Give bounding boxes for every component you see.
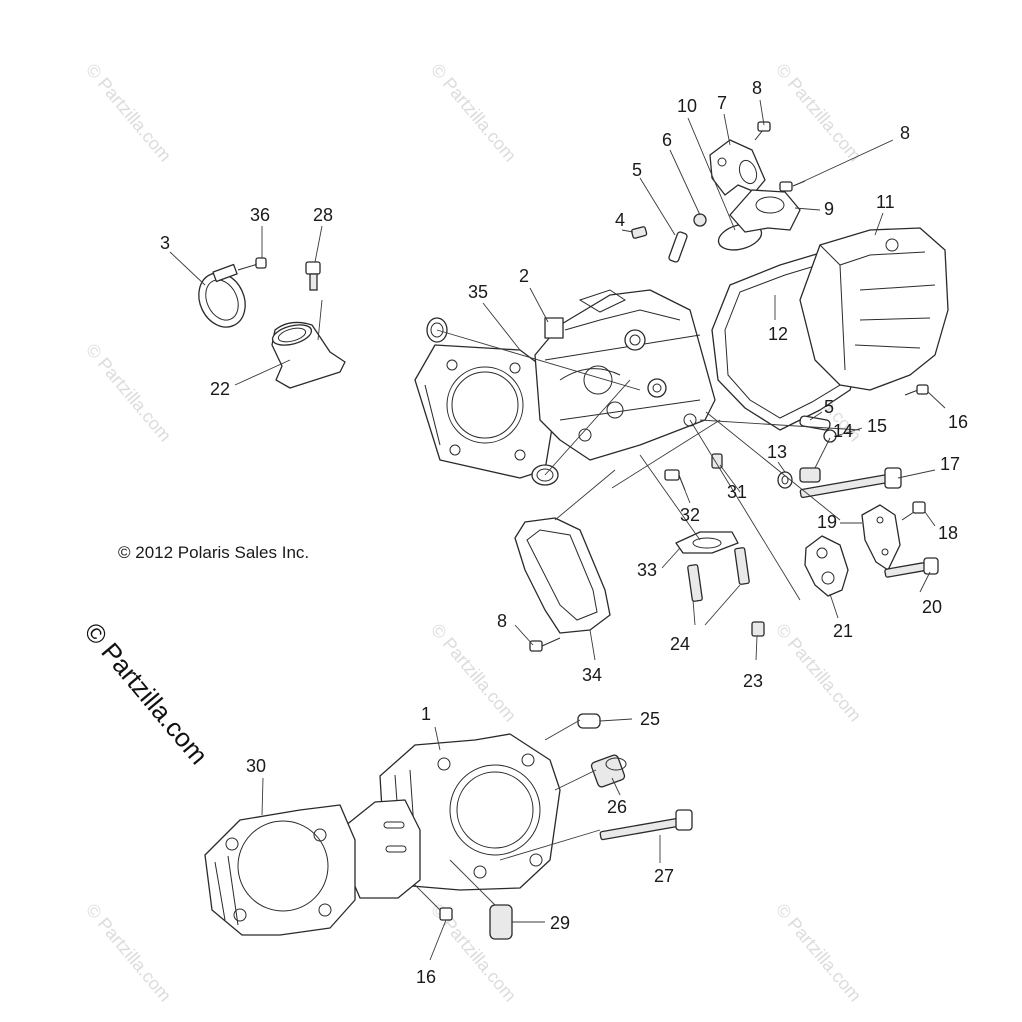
callout-24: 24 xyxy=(670,634,690,654)
callout-36: 36 xyxy=(250,205,270,225)
leader-lines xyxy=(169,99,946,961)
part-9-thermostat-housing xyxy=(729,189,801,233)
part-19-bracket xyxy=(861,504,901,571)
callout-8-top: 8 xyxy=(752,78,762,98)
part-21-tensioner xyxy=(804,535,849,597)
callout-4: 4 xyxy=(615,210,625,230)
callout-9: 9 xyxy=(824,199,834,219)
part-26-fitting xyxy=(590,754,627,788)
watermark-faint: © Partzilla.com xyxy=(82,340,175,446)
part-32-screw xyxy=(664,469,686,491)
callout-7: 7 xyxy=(717,93,727,113)
watermark-partzilla: © Partzilla.com xyxy=(78,617,214,770)
callout-10: 10 xyxy=(677,96,697,116)
callout-34: 34 xyxy=(582,665,602,685)
callout-27: 27 xyxy=(654,866,674,886)
callout-16-upper: 16 xyxy=(948,412,968,432)
callout-17: 17 xyxy=(940,454,960,474)
part-33-exhaust-gasket xyxy=(675,531,739,554)
callout-32: 32 xyxy=(680,505,700,525)
callout-25: 25 xyxy=(640,709,660,729)
watermark-faint: © Partzilla.com xyxy=(772,900,865,1006)
part-29-dowel xyxy=(489,904,513,940)
callout-23: 23 xyxy=(743,671,763,691)
part-30-base-gasket xyxy=(204,804,356,936)
part-24-stud-right xyxy=(734,547,750,585)
callout-22: 22 xyxy=(210,379,230,399)
callout-18: 18 xyxy=(938,523,958,543)
callout-26: 26 xyxy=(607,797,627,817)
part-3-clamp xyxy=(198,263,246,328)
watermark-faint: © Partzilla.com xyxy=(427,620,520,726)
callout-30: 30 xyxy=(246,756,266,776)
part-18-screw xyxy=(901,501,926,521)
part-8-screw-lower xyxy=(529,637,561,652)
callout-6: 6 xyxy=(662,130,672,150)
part-20-bolt xyxy=(884,557,939,578)
callout-3: 3 xyxy=(160,233,170,253)
copyright-notice: © 2012 Polaris Sales Inc. xyxy=(118,543,309,562)
part-25-dowel xyxy=(577,713,601,729)
callout-15: 15 xyxy=(867,416,887,436)
callout-31: 31 xyxy=(727,482,747,502)
part-23-nut xyxy=(751,621,765,637)
part-31-dowel xyxy=(711,453,723,469)
watermark-faint: © Partzilla.com xyxy=(82,60,175,166)
callout-12: 12 xyxy=(768,324,788,344)
part-28-bolt xyxy=(305,261,321,291)
part-22-intake-adapter xyxy=(271,321,346,389)
part-27-long-bolt xyxy=(599,809,693,841)
callout-8-lower: 8 xyxy=(497,611,507,631)
callout-1: 1 xyxy=(421,704,431,724)
part-11-valve-cover xyxy=(799,227,949,391)
part-8-screw-top xyxy=(754,121,771,141)
callout-labels: 3 36 28 22 35 2 4 5 6 10 7 8 8 9 11 12 1… xyxy=(160,78,968,987)
part-7-water-outlet xyxy=(709,139,766,196)
part-36-screw xyxy=(237,257,267,271)
callout-2: 2 xyxy=(519,266,529,286)
callout-16-lower: 16 xyxy=(416,967,436,987)
watermark-faint: © Partzilla.com xyxy=(82,900,175,1006)
part-34-cover xyxy=(514,517,611,634)
part-24-stud-left xyxy=(687,564,703,602)
callout-8-mid: 8 xyxy=(900,123,910,143)
callout-19: 19 xyxy=(817,512,837,532)
callout-28: 28 xyxy=(313,205,333,225)
part-2-cylinder-head xyxy=(534,289,716,461)
callout-21: 21 xyxy=(833,621,853,641)
part-14-plug xyxy=(799,467,821,483)
watermark-faint: © Partzilla.com xyxy=(427,60,520,166)
callout-5-upper: 5 xyxy=(632,160,642,180)
part-4-dowel xyxy=(631,226,648,239)
part-6-plug xyxy=(693,213,707,227)
part-cylinder-side-gasket xyxy=(344,799,421,899)
part-5-pin-upper xyxy=(668,231,688,263)
part-16-screw-upper xyxy=(904,384,929,396)
part-16-screw-lower xyxy=(439,907,453,921)
part-35-head-gasket xyxy=(414,344,561,479)
callout-29: 29 xyxy=(550,913,570,933)
part-17-long-bolt xyxy=(799,467,902,499)
callout-20: 20 xyxy=(922,597,942,617)
callout-14: 14 xyxy=(833,421,853,441)
callout-5-lower: 5 xyxy=(824,397,834,417)
part-13-washer xyxy=(777,471,793,489)
callout-13: 13 xyxy=(767,442,787,462)
watermark-faint: © Partzilla.com xyxy=(772,60,865,166)
callout-35: 35 xyxy=(468,282,488,302)
callout-33: 33 xyxy=(637,560,657,580)
callout-11: 11 xyxy=(876,192,895,212)
